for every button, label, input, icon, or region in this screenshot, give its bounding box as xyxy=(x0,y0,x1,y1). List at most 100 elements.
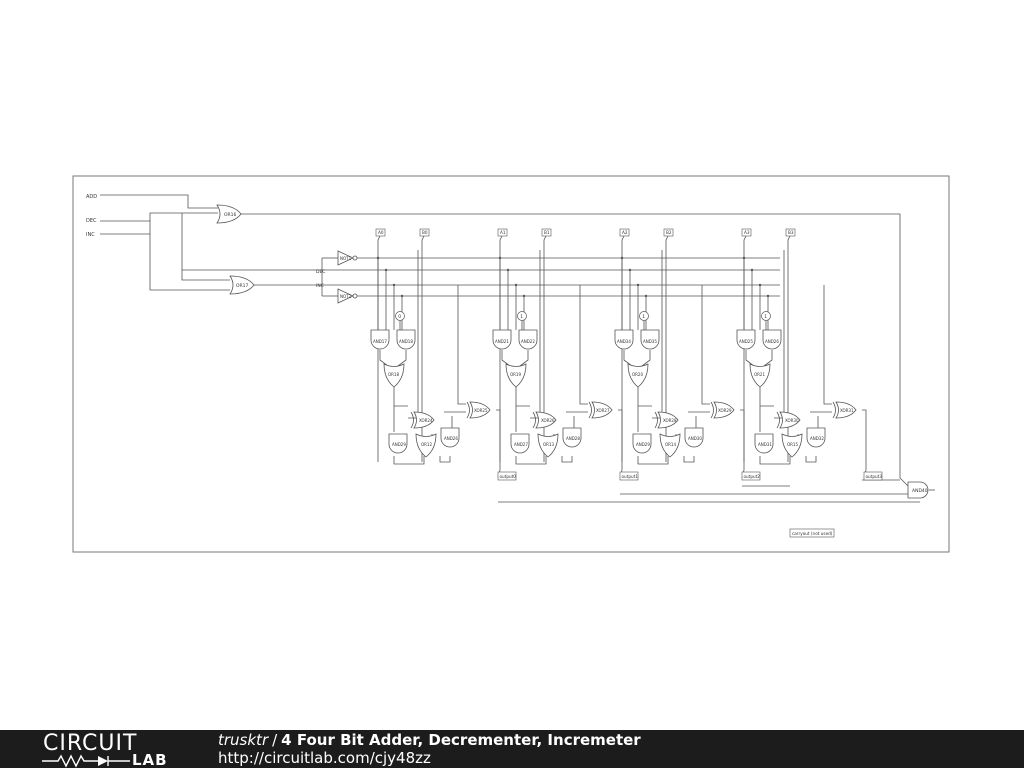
bus-inc-label: INC xyxy=(316,283,324,289)
stage-3-output-label: output3 xyxy=(863,471,883,481)
stage-constant-0: 0 xyxy=(395,311,405,330)
svg-text:NOT2: NOT2 xyxy=(340,294,352,299)
stage-1-output-label: output1 xyxy=(619,471,639,481)
svg-text:output1: output1 xyxy=(622,474,639,479)
logo-circuit-text: CIRCUIT xyxy=(43,731,138,756)
svg-text:AND25: AND25 xyxy=(739,339,753,344)
logo-lab-text: LAB xyxy=(132,751,168,769)
svg-text:XOR30: XOR30 xyxy=(785,418,799,423)
svg-text:XOR29: XOR29 xyxy=(718,408,732,413)
input-dec-label: DEC xyxy=(86,218,97,224)
svg-text:1: 1 xyxy=(764,314,767,320)
svg-text:AND17: AND17 xyxy=(373,339,387,344)
stage-0-or-mux: OR18 xyxy=(383,363,405,388)
bus-dec-label: DEC xyxy=(316,269,325,275)
svg-text:A3: A3 xyxy=(744,230,750,235)
svg-text:carryout (not used): carryout (not used) xyxy=(792,531,833,536)
svg-text:AND35: AND35 xyxy=(643,339,657,344)
svg-text:output0: output0 xyxy=(500,474,517,479)
stage-1-and-b: AND22 xyxy=(518,329,538,350)
svg-text:AND32: AND32 xyxy=(810,436,824,441)
stage-3-and-d: AND32 xyxy=(806,427,826,448)
stage-constant-3: 1 xyxy=(761,311,771,330)
schematic-frame xyxy=(72,175,950,553)
svg-text:AND26: AND26 xyxy=(765,339,779,344)
or17-gate: OR17 xyxy=(229,275,255,295)
svg-text:AND29: AND29 xyxy=(392,442,406,447)
stage-2-and-d: AND30 xyxy=(684,427,704,448)
stage-2-xor-a: XOR28 xyxy=(654,411,679,429)
resistor-diode-icon xyxy=(42,754,130,768)
title-separator: / xyxy=(272,731,278,749)
bit-input-b2: B2 xyxy=(663,228,674,462)
svg-text:AND21: AND21 xyxy=(495,339,509,344)
svg-text:B2: B2 xyxy=(666,230,672,235)
not2-gate: NOT2 xyxy=(337,288,358,304)
svg-text:output2: output2 xyxy=(744,474,761,479)
svg-text:AND40: AND40 xyxy=(912,488,928,494)
stage-1-or-mux: OR19 xyxy=(505,363,527,388)
svg-text:OR20: OR20 xyxy=(632,372,643,377)
circuitlab-logo[interactable]: CIRCUIT LAB xyxy=(40,732,180,768)
stage-1-and-a: AND21 xyxy=(492,329,512,350)
svg-text:OR15: OR15 xyxy=(787,442,798,447)
stage-0-and-b: AND18 xyxy=(396,329,416,350)
stage-3-and-c: AND31 xyxy=(754,433,774,454)
svg-text:XOR25: XOR25 xyxy=(474,408,488,413)
svg-text:0: 0 xyxy=(398,314,401,320)
svg-text:AND26: AND26 xyxy=(444,436,458,441)
svg-text:OR12: OR12 xyxy=(421,442,432,447)
bit-input-b0: B0 xyxy=(419,228,430,462)
bit-input-a2: A2 xyxy=(619,228,630,462)
circuit-url[interactable]: http://circuitlab.com/cjy48zz xyxy=(218,749,431,767)
stage-3-and-a: AND25 xyxy=(736,329,756,350)
stage-constant-1: 1 xyxy=(517,311,527,330)
svg-text:OR17: OR17 xyxy=(236,283,249,289)
input-add-label: ADD xyxy=(86,194,97,200)
stage-3-xor-a: XOR30 xyxy=(776,411,801,429)
svg-text:XOR26: XOR26 xyxy=(541,418,555,423)
svg-text:B3: B3 xyxy=(788,230,794,235)
stage-1-xor-a: XOR26 xyxy=(532,411,557,429)
bit-input-b1: B1 xyxy=(541,228,552,462)
author-link[interactable]: trusktr xyxy=(218,731,269,749)
circuit-schematic: ADD DEC INC OR16 OR17 NOT1 NOT2 DEC INC … xyxy=(72,175,950,553)
bit-input-labels: A0 B0 A1 B1 A2 B2 A3 B3 xyxy=(375,228,796,462)
svg-text:AND22: AND22 xyxy=(521,339,535,344)
svg-text:AND28: AND28 xyxy=(566,436,580,441)
svg-text:XOR31: XOR31 xyxy=(840,408,854,413)
svg-text:OR21: OR21 xyxy=(754,372,765,377)
stage-0-and-c: AND29 xyxy=(388,433,408,454)
svg-text:1: 1 xyxy=(642,314,645,320)
svg-text:A2: A2 xyxy=(622,230,628,235)
carryout-label: carryout (not used) xyxy=(789,528,835,538)
not1-gate: NOT1 xyxy=(337,250,358,266)
stage-0-xor-b: XOR25 xyxy=(466,401,491,419)
svg-text:AND27: AND27 xyxy=(514,442,528,447)
stage-0-xor-a: XOR24 xyxy=(410,411,435,429)
bit-input-a1: A1 xyxy=(497,228,508,462)
svg-text:OR14: OR14 xyxy=(665,442,676,447)
svg-text:output3: output3 xyxy=(866,474,883,479)
svg-text:OR18: OR18 xyxy=(388,372,399,377)
stage-2-or-carry: OR14 xyxy=(659,433,681,458)
bit-input-a0: A0 xyxy=(375,228,386,462)
stage-1-and-c: AND27 xyxy=(510,433,530,454)
stage-2-and-c: AND29 xyxy=(632,433,652,454)
svg-text:OR16: OR16 xyxy=(224,212,237,218)
bit-input-b3: B3 xyxy=(785,228,796,462)
bit-input-a3: A3 xyxy=(741,228,752,462)
svg-text:AND18: AND18 xyxy=(399,339,413,344)
svg-text:OR13: OR13 xyxy=(543,442,554,447)
stage-3-xor-b: XOR31 xyxy=(832,401,857,419)
stage-2-and-a: AND34 xyxy=(614,329,634,350)
or16-gate: OR16 xyxy=(216,204,242,224)
svg-text:A1: A1 xyxy=(500,230,506,235)
svg-text:B0: B0 xyxy=(422,230,428,235)
svg-text:AND29: AND29 xyxy=(636,442,650,447)
svg-text:OR19: OR19 xyxy=(510,372,521,377)
